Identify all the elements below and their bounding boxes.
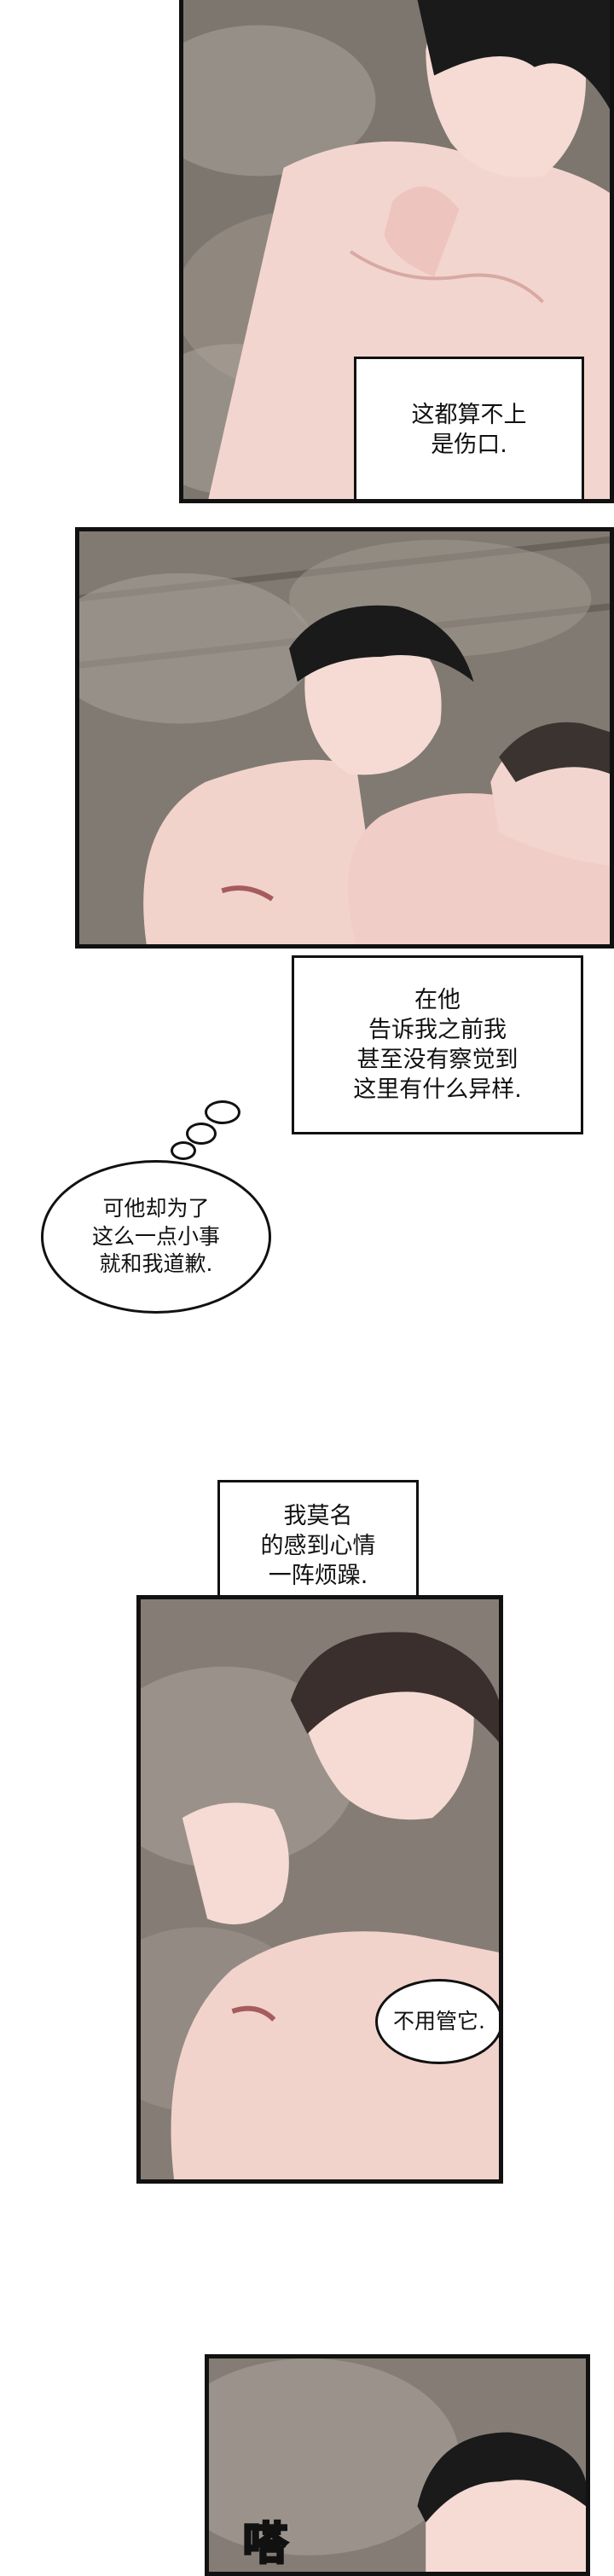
panel-3: 不用管它. [136, 1595, 503, 2184]
panel-1-caption: 这都算不上 是伤口. [354, 357, 584, 499]
panel-4-sound-effect: 嗒 [241, 2518, 288, 2572]
caption-box-2: 我莫名 的感到心情 一阵烦躁. [217, 1480, 419, 1612]
panel-2-art [79, 531, 610, 944]
panel-4-art [209, 2358, 586, 2572]
panel-4: 嗒 [205, 2354, 590, 2576]
panel-1: 这都算不上 是伤口. [179, 0, 614, 503]
caption-box-1: 在他 告诉我之前我 甚至没有察觉到 这里有什么异样. [292, 955, 583, 1134]
panel-2 [75, 527, 614, 949]
panel-3-art [141, 1599, 499, 2179]
thought-bubble: 可他却为了 这么一点小事 就和我道歉. [41, 1160, 271, 1314]
panel-1-art [183, 0, 610, 499]
thought-bubble-trail [171, 1100, 240, 1160]
panel-3-speech-bubble: 不用管它. [375, 1979, 499, 2064]
